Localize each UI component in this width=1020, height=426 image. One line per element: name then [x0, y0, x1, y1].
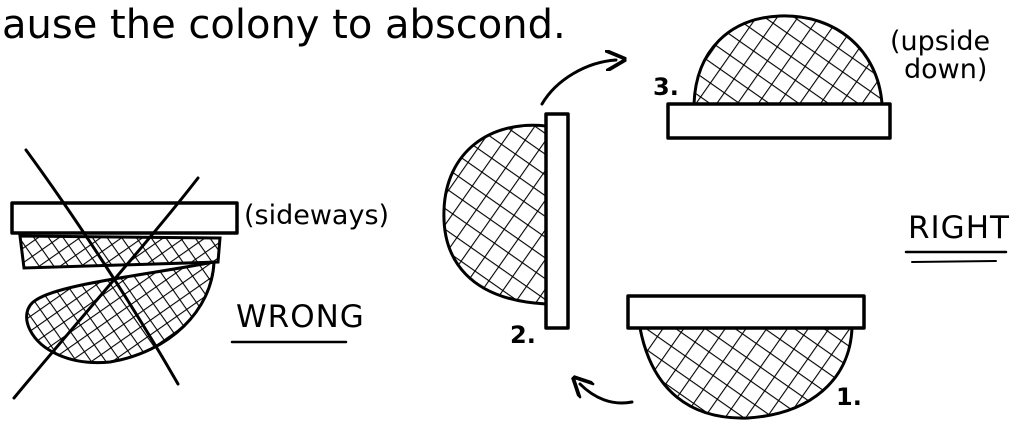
right-label: RIGHT — [908, 210, 1010, 246]
wrong-hive-drawing — [12, 150, 237, 398]
step-3-hive-drawing — [668, 16, 890, 138]
step-1-number: 1. — [836, 383, 862, 411]
top-bar — [12, 203, 237, 233]
comb-strip — [20, 236, 220, 268]
sideways-note: (sideways) — [244, 200, 389, 231]
step-1-comb — [640, 328, 852, 418]
step-2-comb — [444, 125, 546, 304]
step-3-number: 3. — [653, 73, 679, 101]
step-2-bar — [546, 114, 568, 328]
step-2-number: 2. — [510, 321, 536, 349]
arrow-to-step-2 — [580, 384, 632, 403]
upside-down-note-line1: (upside — [890, 26, 990, 57]
right-underline-2 — [912, 261, 996, 262]
upside-down-note-line2: down) — [904, 54, 987, 85]
step-1-bar — [628, 296, 864, 328]
wrong-label: WRONG — [236, 299, 365, 335]
caption-text: ause the colony to abscond. — [2, 2, 566, 48]
step-3-comb — [694, 16, 882, 104]
step-3-bar — [668, 104, 890, 138]
arrow-to-step-3 — [542, 60, 616, 104]
step-2-hive-drawing — [444, 114, 568, 328]
step-1-hive-drawing — [628, 296, 864, 418]
